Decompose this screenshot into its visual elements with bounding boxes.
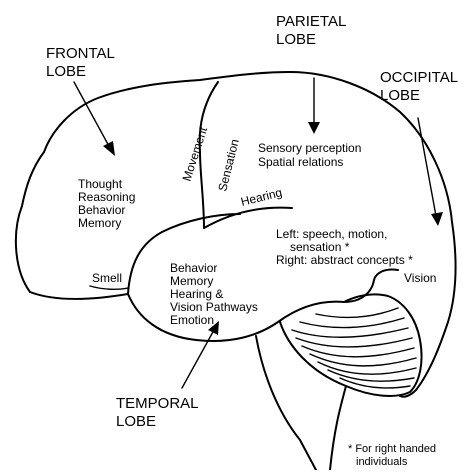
- parietal-lobe-label: PARIETAL LOBE: [276, 13, 350, 48]
- occipital-lobe-label: OCCIPITAL LOBE: [380, 69, 462, 104]
- frontal-base: [30, 292, 128, 299]
- frontal-arrow: [74, 82, 115, 156]
- frontal-functions: Thought Reasoning Behavior Memory: [78, 177, 139, 230]
- footnote: * For right handed individuals: [348, 443, 439, 468]
- temporal-functions: Behavior Memory Hearing & Vision Pathway…: [170, 261, 261, 327]
- movement-label: Movement: [180, 125, 211, 183]
- hearing-label: Hearing: [239, 185, 283, 209]
- parietal-arrow: [308, 78, 320, 134]
- temporal-lobe-outline: [128, 269, 398, 341]
- sensation-label: Sensation: [215, 138, 241, 193]
- parietal-functions: Sensory perception Spatial relations: [258, 141, 365, 169]
- hemisphere-functions: Left: speech, motion, sensation * Right:…: [276, 227, 413, 267]
- smell-label: Smell: [92, 271, 122, 285]
- frontal-lobe-label: FRONTAL LOBE: [46, 45, 119, 80]
- olfactory-line: [90, 286, 128, 289]
- central-sulcus: [200, 82, 218, 228]
- vision-label: Vision: [404, 271, 436, 285]
- temporal-lobe-label: TEMPORAL LOBE: [116, 395, 202, 430]
- temporal-arrow: [182, 321, 219, 388]
